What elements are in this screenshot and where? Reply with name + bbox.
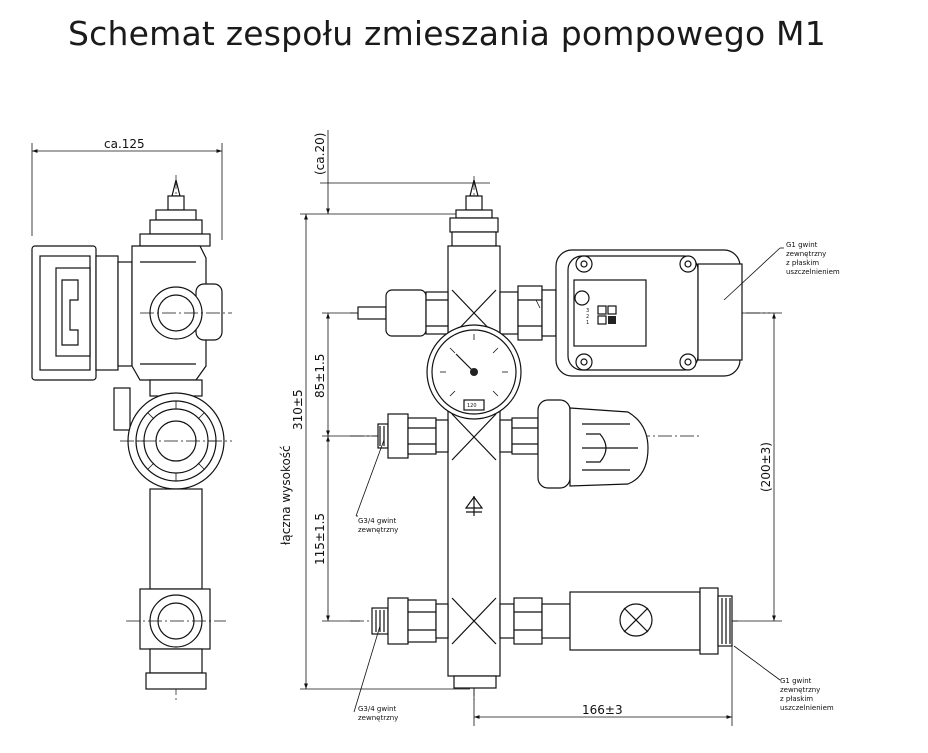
diagram-title: Schemat zespołu zmieszania pompowego M1 bbox=[68, 14, 826, 53]
pump-speed-2: 2 bbox=[586, 314, 589, 320]
dim-top-offset: (ca.20) bbox=[313, 133, 327, 175]
svg-text:zewnętrzny: zewnętrzny bbox=[358, 526, 398, 534]
svg-text:z płaskim: z płaskim bbox=[786, 259, 819, 267]
svg-text:z płaskim: z płaskim bbox=[780, 695, 813, 703]
gauge-ticks bbox=[440, 334, 508, 397]
dim-total-height-label: łączna wysokość bbox=[279, 445, 293, 545]
note-g34-mid: G3/4 gwint zewnętrzny bbox=[358, 517, 398, 534]
dim-lower-section: 115±1.5 bbox=[313, 513, 327, 565]
gauge-label: 120 bbox=[467, 403, 477, 409]
dim-upper-section: 85±1.5 bbox=[313, 354, 327, 398]
dim-side-width: ca.125 bbox=[104, 137, 145, 151]
note-g34-bottom: G3/4 gwint zewnętrzny bbox=[358, 705, 398, 722]
svg-text:G1 gwint: G1 gwint bbox=[780, 677, 812, 685]
svg-text:zewnętrzny: zewnętrzny bbox=[786, 250, 826, 258]
svg-text:zewnętrzny: zewnętrzny bbox=[358, 714, 398, 722]
svg-text:uszczelnieniem: uszczelnieniem bbox=[780, 704, 834, 712]
dim-total-height: 310±5 bbox=[291, 389, 305, 430]
svg-text:G3/4 gwint: G3/4 gwint bbox=[358, 705, 396, 713]
pump-speed-1: 1 bbox=[586, 320, 589, 326]
note-g1-bottom: G1 gwint zewnętrzny z płaskim uszczelnie… bbox=[780, 677, 834, 712]
svg-text:zewnętrzny: zewnętrzny bbox=[780, 686, 820, 694]
side-view: ca.125 bbox=[31, 137, 232, 700]
dim-pump-to-bottom: (200±3) bbox=[759, 442, 773, 492]
svg-text:G3/4 gwint: G3/4 gwint bbox=[358, 517, 396, 525]
pump-speed-3: 3 bbox=[586, 308, 589, 314]
dim-horizontal-spacing: 166±3 bbox=[582, 703, 623, 717]
svg-text:G1 gwint: G1 gwint bbox=[786, 241, 818, 249]
front-view: (ca.20) 310±5 łączna wysokość 85±1.5 115… bbox=[279, 130, 784, 726]
svg-text:uszczelnieniem: uszczelnieniem bbox=[786, 268, 840, 276]
note-g1-top: G1 gwint zewnętrzny z płaskim uszczelnie… bbox=[786, 241, 840, 276]
